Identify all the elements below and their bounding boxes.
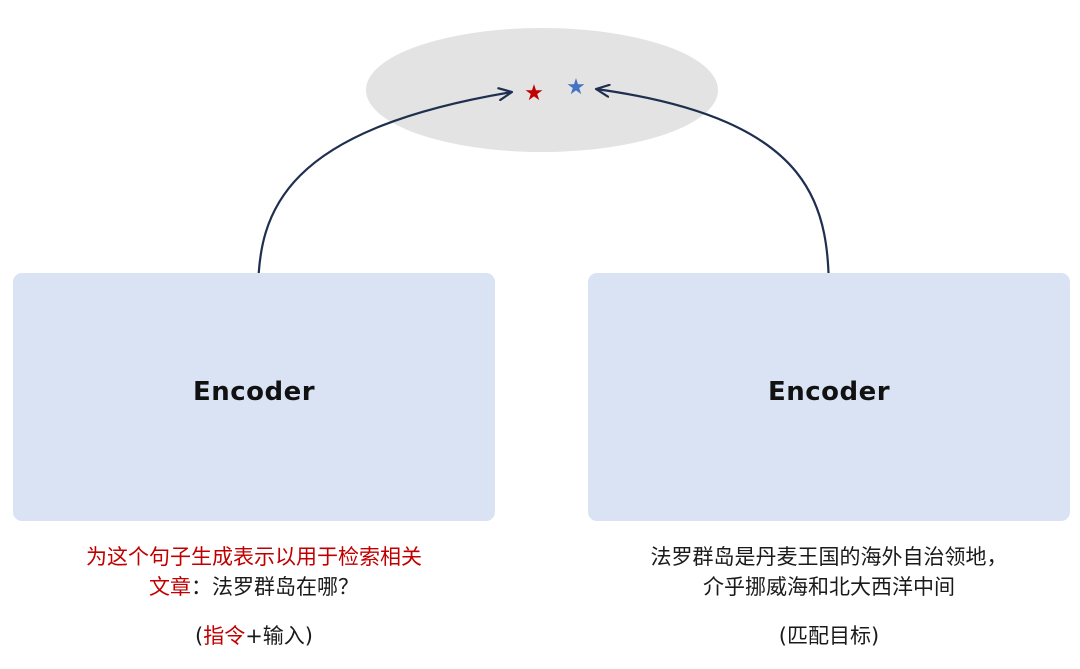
left-arrow <box>256 92 512 295</box>
right-arrow <box>596 89 831 301</box>
left-note: (指令+输入) <box>13 620 495 650</box>
left-note-open: ( <box>195 624 204 648</box>
target-star-icon: ★ <box>566 75 586 100</box>
instruction-text-line2: 文章 <box>149 575 191 599</box>
right-caption: 法罗群岛是丹麦王国的海外自治领地， 介乎挪威海和北大西洋中间 <box>588 542 1070 602</box>
query-star-icon: ★ <box>524 81 544 106</box>
left-caption: 为这个句子生成表示以用于检索相关 文章：法罗群岛在哪？ <box>13 542 495 602</box>
left-encoder-box: Encoder <box>13 273 495 521</box>
embedding-space <box>366 28 718 152</box>
left-encoder-label: Encoder <box>192 377 316 407</box>
instruction-text-line1: 为这个句子生成表示以用于检索相关 <box>86 545 422 569</box>
left-note-instruction: 指令 <box>203 624 246 648</box>
right-encoder-box: Encoder <box>588 273 1070 521</box>
left-note-rest: +输入) <box>245 624 313 648</box>
query-text: ：法罗群岛在哪？ <box>191 575 359 599</box>
target-text-line2: 介乎挪威海和北大西洋中间 <box>703 575 955 599</box>
right-note: (匹配目标) <box>778 624 880 648</box>
right-encoder-label: Encoder <box>767 377 891 407</box>
target-text-line1: 法罗群岛是丹麦王国的海外自治领地， <box>650 545 1008 569</box>
